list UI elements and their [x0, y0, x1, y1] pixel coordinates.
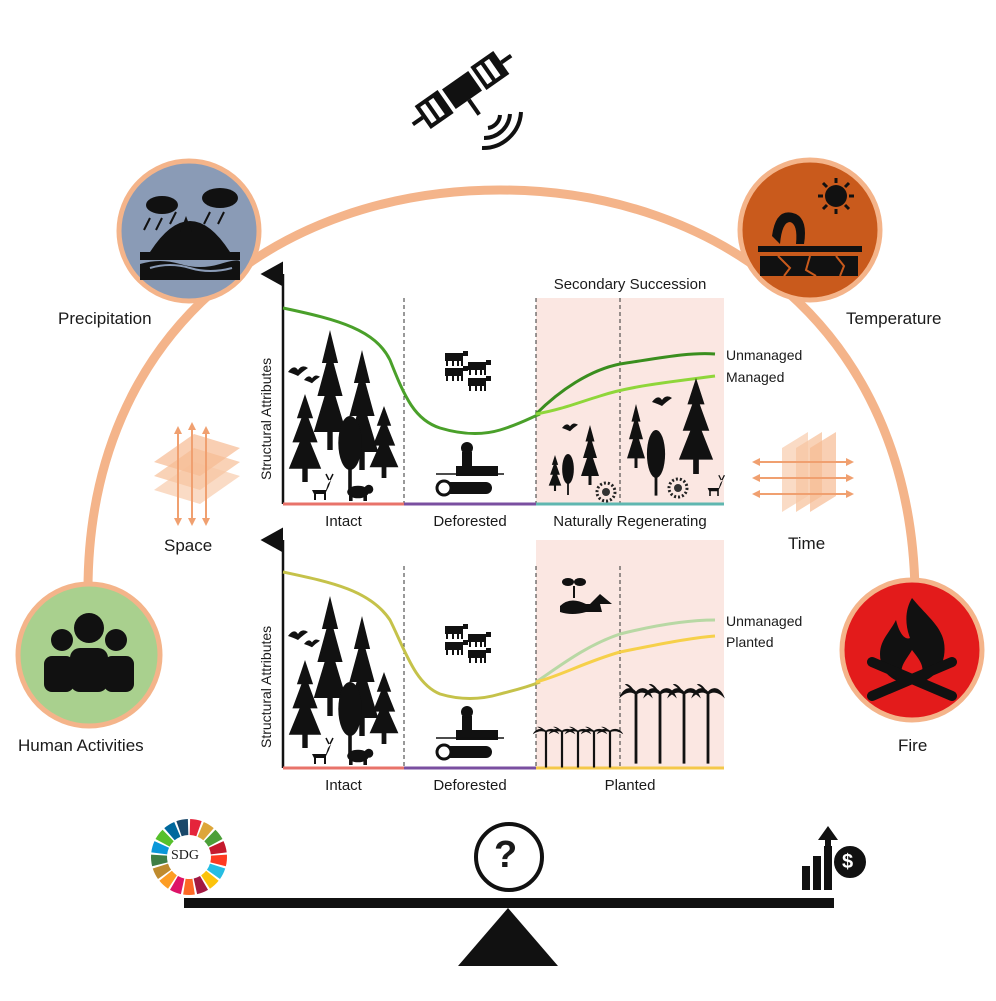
bottom-segment-deforested: Deforested: [433, 777, 507, 794]
signal-waves-icon: [481, 111, 523, 151]
sdg-wheel-segment: [152, 863, 172, 879]
balance-beam: [184, 898, 834, 908]
sdg-wheel-segment: [169, 876, 185, 895]
sun-drought-icon: [758, 178, 862, 277]
sdg-wheel-segment: [206, 863, 226, 879]
logs-stump-icon: [434, 704, 506, 761]
precipitation-label: Precipitation: [58, 309, 152, 328]
precipitation-node: [116, 158, 262, 304]
human-activities-node: [15, 581, 163, 729]
sdg-wheel-segment: [204, 829, 223, 847]
sdg-wheel-segment: [208, 841, 227, 855]
bottom-planted-shade: [536, 540, 724, 768]
top-segment-intact: Intact: [325, 513, 362, 530]
logs-stump-icon: [434, 440, 506, 497]
bottom-segment-planted: Planted: [604, 777, 656, 794]
time-label: Time: [788, 534, 826, 553]
cattle-icon: [468, 376, 491, 391]
temperature-node: [737, 157, 883, 303]
cattle-icon: [445, 366, 468, 381]
bird-icon: [304, 639, 320, 648]
sdg-wheel-segment: [151, 854, 168, 867]
top-managed-curve: [535, 374, 716, 416]
top-legend-unmanaged: Unmanaged: [726, 347, 803, 363]
bottom-intact-curve: [282, 570, 541, 700]
bird-icon: [288, 630, 308, 640]
people-group-icon: [44, 613, 134, 692]
bottom-panel: [260, 527, 725, 770]
question-mark-icon: [474, 822, 544, 892]
sdg-wheel-segment: [151, 841, 170, 855]
bear-icon: [347, 748, 374, 765]
bird-icon: [288, 366, 308, 376]
bottom-legend-planted: Planted: [726, 634, 774, 650]
bottom-y-axis-label: Structural Attributes: [258, 625, 274, 748]
sdg-wheel-icon: [151, 819, 227, 896]
top-panel: [260, 261, 726, 506]
dollar-glyph: $: [842, 851, 854, 873]
bear-icon: [347, 484, 374, 501]
space-layers-icon: [154, 422, 240, 526]
deer-icon: [311, 737, 334, 765]
hand-planting-icon: [560, 578, 612, 614]
sdg-wheel-segment: [155, 829, 174, 847]
top-intact-curve: [282, 306, 541, 436]
temperature-label: Temperature: [846, 309, 942, 328]
broadleaf-tree-icon: [338, 416, 362, 490]
space-label: Space: [164, 536, 213, 555]
balance-scale: [151, 819, 868, 966]
sdg-wheel-segment: [189, 819, 202, 837]
time-layers-icon: [752, 432, 854, 512]
cattle-icon: [468, 648, 491, 663]
cattle-icon: [468, 632, 491, 647]
broadleaf-tree-icon: [338, 682, 362, 756]
top-y-axis-label: Structural Attributes: [258, 357, 274, 480]
top-unmanaged-curve: [534, 352, 716, 416]
fire-label: Fire: [898, 736, 928, 755]
campfire-icon: [867, 598, 957, 701]
bird-icon: [304, 375, 320, 384]
satellite-icon: [411, 51, 513, 129]
bottom-planted-curve: [535, 634, 716, 684]
cattle-icon: [445, 640, 468, 655]
deer-icon: [311, 473, 334, 501]
drivers-arc: [83, 185, 920, 591]
bottom-unmanaged-curve: [535, 618, 716, 684]
top-legend-managed: Managed: [726, 369, 785, 385]
fire-node: [839, 577, 985, 723]
bottom-segment-intact: Intact: [325, 777, 362, 794]
sdg-wheel-segment: [197, 821, 214, 841]
cattle-icon: [445, 624, 468, 639]
human-activities-label: Human Activities: [18, 736, 144, 755]
sdg-text: SDG: [171, 848, 200, 863]
sdg-wheel-segment: [201, 870, 219, 889]
sdg-wheel-segment: [183, 878, 195, 896]
sdg-wheel-center: [168, 836, 210, 878]
sdg-wheel-segment: [210, 854, 227, 867]
cattle-icon: [468, 360, 491, 375]
sdg-wheel-segment: [193, 876, 209, 895]
rain-cloud-landscape-icon: [140, 188, 240, 280]
cattle-icon: [445, 351, 468, 366]
conifer-tree-icon: [288, 394, 322, 482]
sdg-wheel-segment: [159, 870, 177, 889]
top-header-secondary-succession: Secondary Succession: [553, 276, 707, 293]
question-mark-glyph: ?: [494, 834, 518, 876]
sdg-wheel-segment: [164, 821, 181, 841]
balance-fulcrum: [458, 908, 558, 966]
sdg-wheel-segment: [176, 819, 189, 837]
economic-growth-icon: [802, 826, 868, 890]
conifer-tree-icon: [288, 660, 322, 748]
top-segment-deforested: Deforested: [433, 513, 507, 530]
bottom-legend-unmanaged: Unmanaged: [726, 613, 803, 629]
top-segment-naturally-regenerating: Naturally Regenerating: [553, 513, 707, 530]
